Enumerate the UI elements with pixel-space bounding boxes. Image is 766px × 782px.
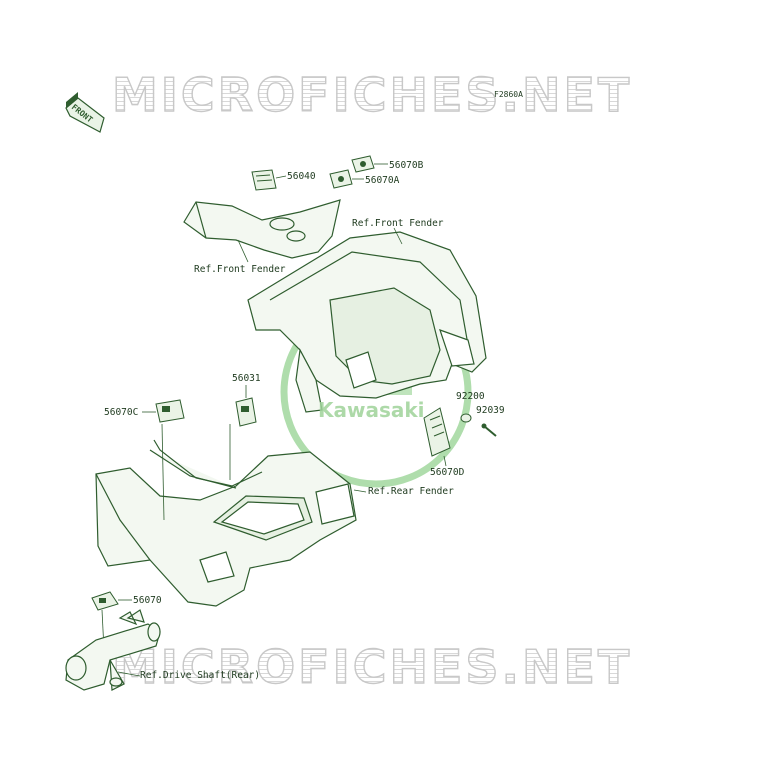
logo-letters: KS <box>336 376 337 377</box>
decal-56070 <box>91 591 119 611</box>
decal-56070D <box>423 407 451 457</box>
label-56070C: 56070C <box>104 407 139 418</box>
rivet-92200 <box>460 413 472 423</box>
label-ref-rear-fender: Ref.Rear Fender <box>368 486 454 497</box>
label-56070A: 56070A <box>365 175 400 186</box>
pin-92039 <box>481 423 497 437</box>
rear-fender <box>95 439 357 607</box>
label-56070B: 56070B <box>389 160 424 171</box>
label-56031: 56031 <box>232 373 261 384</box>
label-56070: 56070 <box>133 595 162 606</box>
watermark-bottom: MICROFICHES.NET <box>111 639 633 694</box>
label-ref-front-fender-a: Ref.Front Fender <box>194 264 286 275</box>
front-arrow-icon <box>65 92 105 133</box>
label-56070D: 56070D <box>430 467 465 478</box>
front-fender-cover <box>183 199 341 259</box>
decal-56040 <box>251 169 277 191</box>
decal-56070A <box>329 169 353 189</box>
label-56040: 56040 <box>287 171 316 182</box>
watermark-top: MICROFICHES.NET <box>111 67 633 122</box>
decal-56070C <box>155 399 185 423</box>
label-92039: 92039 <box>476 405 505 416</box>
kawasaki-logo-text: Kawasaki <box>318 398 425 422</box>
front-fender <box>247 231 487 413</box>
diagram-code: F2860A <box>494 90 523 99</box>
label-ref-front-fender-b: Ref.Front Fender <box>352 218 444 229</box>
label-92200: 92200 <box>456 391 485 402</box>
rear-drive-shaft <box>65 609 161 691</box>
decal-56070B <box>351 155 375 173</box>
decal-56031 <box>235 397 257 427</box>
label-ref-drive-shaft: Ref.Drive Shaft(Rear) <box>140 670 261 681</box>
